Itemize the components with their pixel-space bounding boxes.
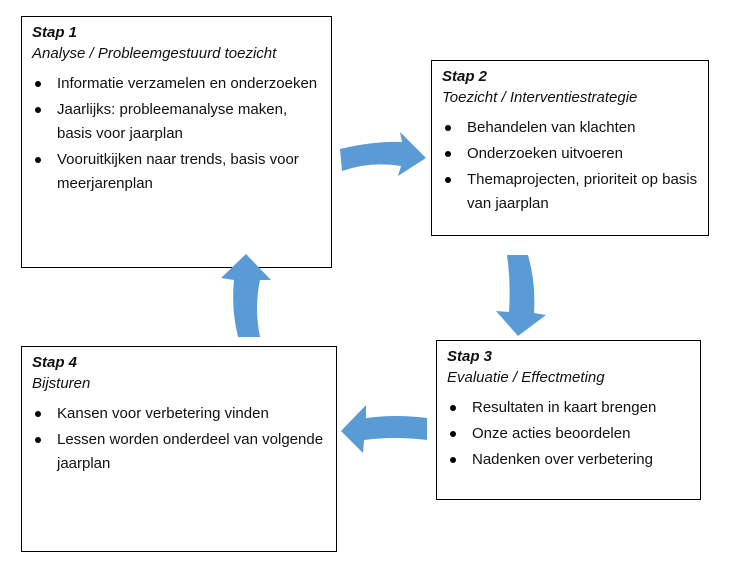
bullet-icon bbox=[450, 405, 456, 411]
bullet-icon bbox=[445, 177, 451, 183]
list-item-text: Onderzoeken uitvoeren bbox=[467, 145, 623, 162]
list-item-text: Vooruitkijken naar trends, basis voor me… bbox=[57, 151, 299, 192]
step-3-box: Stap 3 Evaluatie / Effectmeting Resultat… bbox=[436, 340, 701, 500]
list-item-text: Onze acties beoordelen bbox=[472, 425, 631, 442]
list-item: Themaprojecten, prioriteit op basis van … bbox=[442, 168, 698, 216]
arrow-step1-to-step2-icon bbox=[340, 132, 426, 176]
bullet-icon bbox=[35, 411, 41, 417]
step-4-subtitle: Bijsturen bbox=[32, 375, 91, 392]
arrow-step3-to-step4-icon bbox=[341, 405, 427, 453]
bullet-icon bbox=[445, 151, 451, 157]
list-item: Resultaten in kaart brengen bbox=[447, 396, 690, 420]
step-3-list: Resultaten in kaart brengen Onze acties … bbox=[447, 396, 690, 472]
list-item: Onze acties beoordelen bbox=[447, 422, 690, 446]
list-item: Lessen worden onderdeel van volgende jaa… bbox=[32, 428, 326, 476]
step-1-subtitle: Analyse / Probleemgestuurd toezicht bbox=[32, 45, 277, 62]
step-1-box: Stap 1 Analyse / Probleemgestuurd toezic… bbox=[21, 16, 332, 268]
bullet-icon bbox=[35, 107, 41, 113]
step-2-list: Behandelen van klachten Onderzoeken uitv… bbox=[442, 116, 698, 216]
list-item-text: Jaarlijks: probleemanalyse maken, basis … bbox=[57, 101, 288, 142]
bullet-icon bbox=[445, 125, 451, 131]
list-item-text: Nadenken over verbetering bbox=[472, 451, 653, 468]
step-2-subtitle: Toezicht / Interventiestrategie bbox=[442, 89, 638, 106]
bullet-icon bbox=[450, 457, 456, 463]
list-item-text: Informatie verzamelen en onderzoeken bbox=[57, 75, 318, 92]
bullet-icon bbox=[450, 431, 456, 437]
arrow-step2-to-step3-icon bbox=[496, 255, 546, 336]
list-item: Jaarlijks: probleemanalyse maken, basis … bbox=[32, 98, 321, 146]
list-item-text: Resultaten in kaart brengen bbox=[472, 399, 657, 416]
step-2-box: Stap 2 Toezicht / Interventiestrategie B… bbox=[431, 60, 709, 236]
list-item-text: Lessen worden onderdeel van volgende jaa… bbox=[57, 431, 324, 472]
list-item: Kansen voor verbetering vinden bbox=[32, 402, 326, 426]
list-item: Nadenken over verbetering bbox=[447, 448, 690, 472]
list-item-text: Behandelen van klachten bbox=[467, 119, 636, 136]
list-item: Behandelen van klachten bbox=[442, 116, 698, 140]
step-1-title: Stap 1 bbox=[32, 24, 78, 41]
step-2-title: Stap 2 bbox=[442, 68, 488, 85]
list-item: Onderzoeken uitvoeren bbox=[442, 142, 698, 166]
list-item: Vooruitkijken naar trends, basis voor me… bbox=[32, 148, 321, 196]
list-item-text: Kansen voor verbetering vinden bbox=[57, 405, 269, 422]
list-item: Informatie verzamelen en onderzoeken bbox=[32, 72, 321, 96]
bullet-icon bbox=[35, 81, 41, 87]
step-1-list: Informatie verzamelen en onderzoeken Jaa… bbox=[32, 72, 321, 196]
step-4-title: Stap 4 bbox=[32, 354, 78, 371]
step-3-subtitle: Evaluatie / Effectmeting bbox=[447, 369, 605, 386]
bullet-icon bbox=[35, 437, 41, 443]
list-item-text: Themaprojecten, prioriteit op basis van … bbox=[467, 171, 698, 212]
step-4-box: Stap 4 Bijsturen Kansen voor verbetering… bbox=[21, 346, 337, 552]
step-3-title: Stap 3 bbox=[447, 348, 493, 365]
step-4-list: Kansen voor verbetering vinden Lessen wo… bbox=[32, 402, 326, 476]
bullet-icon bbox=[35, 157, 41, 163]
